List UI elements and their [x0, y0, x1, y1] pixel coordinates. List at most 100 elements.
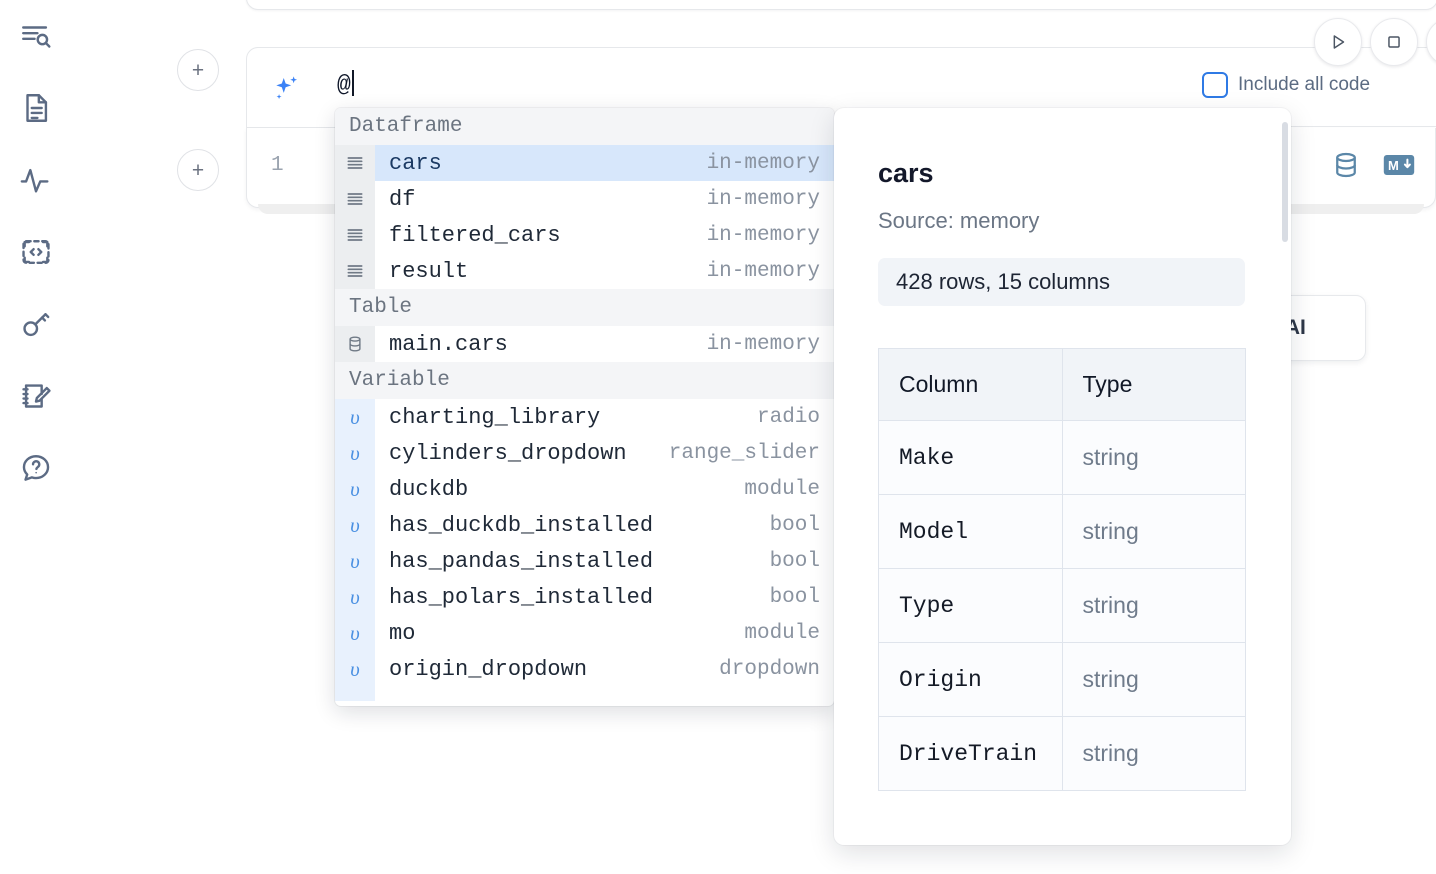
schema-column-name: Origin — [878, 642, 1063, 717]
autocomplete-item-name: has_pandas_installed — [389, 548, 654, 574]
include-all-code-checkbox[interactable]: Include all code — [1202, 72, 1370, 98]
ai-cell-options: Include all code — [1170, 47, 1436, 127]
detail-source: Source: memory — [878, 208, 1040, 233]
schema-column-name: DriveTrain — [878, 716, 1063, 791]
autocomplete-item[interactable]: cars in-memory — [335, 145, 834, 181]
autocomplete-item-name: cylinders_dropdown — [389, 440, 627, 466]
autocomplete-item-type: in-memory — [706, 259, 820, 283]
variable-icon — [335, 687, 375, 701]
autocomplete-item[interactable]: filtered_cars in-memory — [335, 217, 834, 253]
autocomplete-item[interactable]: υ has_pandas_installed bool — [335, 543, 834, 579]
activity-pulse-icon[interactable] — [14, 158, 58, 202]
variable-icon: υ — [335, 399, 375, 435]
autocomplete-item-name: has_polars_installed — [389, 584, 654, 610]
schema-column-name: Make — [878, 420, 1063, 495]
stop-square-icon — [1388, 36, 1400, 48]
schema-column-type: string — [1061, 568, 1246, 643]
autocomplete-item-type: module — [744, 621, 820, 645]
scratchpad-edit-icon[interactable] — [14, 374, 58, 418]
autocomplete-item-name: duckdb — [389, 476, 469, 502]
variable-icon: υ — [335, 651, 375, 687]
checkbox-box-icon[interactable] — [1202, 72, 1228, 98]
autocomplete-item-name: charting_library — [389, 404, 601, 430]
schema-header-column: Column — [878, 348, 1063, 421]
variable-icon: υ — [335, 543, 375, 579]
autocomplete-item-type: bool — [769, 549, 820, 573]
autocomplete-item[interactable]: result in-memory — [335, 253, 834, 289]
svg-text:M: M — [1388, 158, 1399, 173]
previous-cell-card — [246, 0, 1436, 10]
include-all-code-label: Include all code — [1238, 74, 1371, 95]
add-cell-below-button[interactable]: + — [177, 149, 219, 191]
variable-icon: υ — [335, 507, 375, 543]
ai-prompt-value: @ — [337, 72, 351, 98]
autocomplete-item-type: dropdown — [719, 657, 820, 681]
autocomplete-item-name: main.cars — [389, 331, 508, 357]
file-text-icon[interactable] — [14, 86, 58, 130]
autocomplete-section-header: Variable — [335, 362, 834, 399]
schema-column-type: string — [1061, 642, 1246, 717]
autocomplete-item-type: module — [744, 477, 820, 501]
cell-action-icons: M — [1331, 150, 1415, 185]
autocomplete-item-name: mo — [389, 620, 416, 646]
key-icon[interactable] — [14, 302, 58, 346]
variable-icon: υ — [335, 615, 375, 651]
variable-icon: υ — [335, 471, 375, 507]
autocomplete-item-type: in-memory — [706, 187, 820, 211]
autocomplete-item[interactable] — [335, 687, 834, 701]
autocomplete-section-header: Table — [335, 289, 834, 326]
autocomplete-item[interactable]: υ has_duckdb_installed bool — [335, 507, 834, 543]
autocomplete-item[interactable]: df in-memory — [335, 181, 834, 217]
stop-button[interactable] — [1370, 18, 1418, 66]
schema-column-type: string — [1061, 716, 1246, 791]
markdown-icon[interactable]: M — [1383, 154, 1415, 181]
ai-prompt-input[interactable]: @ — [337, 70, 354, 98]
autocomplete-item-name: cars — [389, 150, 442, 176]
dataframe-icon — [335, 217, 375, 253]
schema-column-type: string — [1061, 420, 1246, 495]
autocomplete-item-type: in-memory — [706, 332, 820, 356]
dataframe-icon — [335, 181, 375, 217]
add-cell-above-button[interactable]: + — [177, 49, 219, 91]
schema-column-type: string — [1061, 494, 1246, 569]
line-number: 1 — [271, 154, 284, 177]
code-snippet-icon[interactable] — [14, 230, 58, 274]
autocomplete-item-name: has_duckdb_installed — [389, 512, 654, 538]
variable-icon: υ — [335, 579, 375, 615]
add-cell-plus-icon: + — [191, 158, 205, 182]
detail-shape-text: 428 rows, 15 columns — [896, 269, 1110, 294]
run-button[interactable] — [1314, 18, 1362, 66]
text-caret — [351, 70, 354, 96]
table-db-icon — [335, 326, 375, 362]
dataframe-icon — [335, 253, 375, 289]
schema-column-name: Model — [878, 494, 1063, 569]
autocomplete-item[interactable]: main.cars in-memory — [335, 326, 834, 362]
help-chat-icon[interactable] — [14, 446, 58, 490]
database-icon[interactable] — [1331, 150, 1361, 185]
autocomplete-item-name: result — [389, 258, 469, 284]
autocomplete-item-type: bool — [769, 513, 820, 537]
play-icon — [1333, 35, 1345, 49]
autocomplete-item-type: in-memory — [706, 223, 820, 247]
autocomplete-item-name: filtered_cars — [389, 222, 561, 248]
explore-outline-icon[interactable] — [14, 14, 58, 58]
sparkle-ai-icon — [269, 72, 303, 106]
autocomplete-item-name: df — [389, 186, 416, 212]
autocomplete-item-type: in-memory — [706, 151, 820, 175]
autocomplete-section-header: Dataframe — [335, 108, 834, 145]
detail-shape-chip: 428 rows, 15 columns — [878, 258, 1245, 306]
dataframe-icon — [335, 145, 375, 181]
detail-scrollbar[interactable] — [1282, 122, 1288, 242]
